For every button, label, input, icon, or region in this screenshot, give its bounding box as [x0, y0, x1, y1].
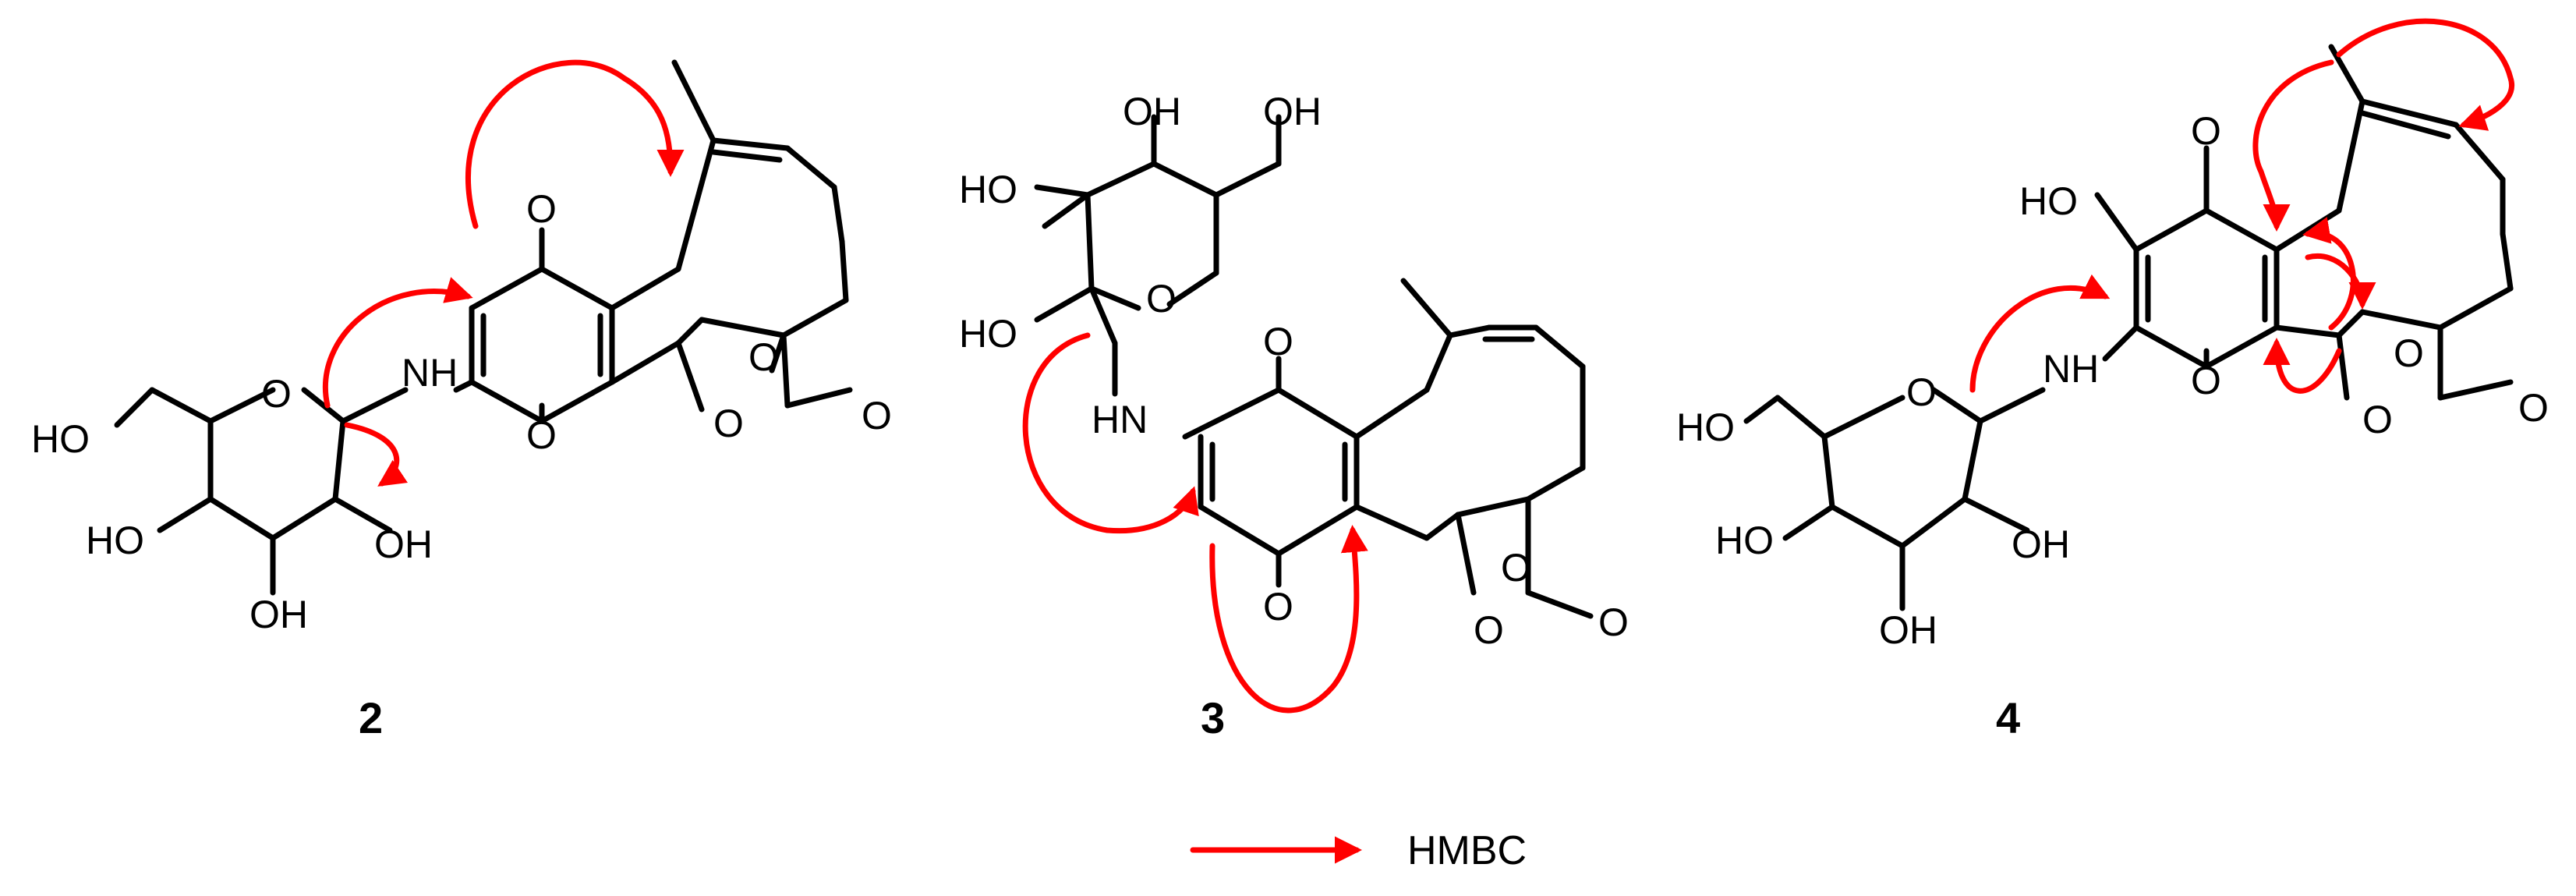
compound-2-oh-label: OH: [374, 522, 433, 566]
compound-3-quinone-ring: [1182, 356, 1360, 588]
compound-4-ring-oxygen: O: [1906, 370, 1937, 414]
compound-2-ring-oxygen: O: [261, 372, 292, 416]
compound-4-ho-label: HO: [1715, 519, 1774, 562]
compound-4-carbonyl-oxygen: O: [2191, 359, 2221, 402]
legend: HMBC: [1190, 828, 1527, 873]
legend-label: HMBC: [1407, 828, 1527, 873]
compound-2-macrocycle: [609, 59, 853, 413]
compound-2-ho-label: HO: [31, 417, 90, 461]
compound-2-lactone-oxygen: O: [713, 402, 744, 445]
compound-2-sugar-ring: [114, 387, 409, 596]
compound-4-ho-label: HO: [1676, 406, 1735, 449]
compound-2-carbonyl-oxygen: O: [526, 413, 557, 457]
compound-4-oh-label: OH: [2012, 522, 2070, 566]
compound-3-macrocycle: [1353, 278, 1594, 619]
compound-2-carbonyl-oxygen: O: [526, 187, 557, 231]
compound-3-hn-label: HN: [1092, 398, 1148, 441]
compound-2-number: 2: [359, 693, 383, 742]
compound-4-lactone-carbonyl-oxygen: O: [2518, 386, 2549, 430]
compound-4-sugar-ring: [1743, 387, 2046, 611]
compound-3-hmbc-arrow: [1209, 525, 1368, 714]
compound-3-lactone-carbonyl-oxygen: O: [1598, 600, 1629, 644]
compound-4-number: 4: [1996, 693, 2020, 742]
compound-2-hmbc-arrow: [465, 59, 685, 229]
compound-2-nh-label: NH: [402, 351, 458, 395]
compound-3-carbonyl-oxygen: O: [1263, 585, 1293, 629]
compound-3-hmbc-arrow: [1022, 332, 1199, 534]
compound-2-oh-label: OH: [249, 593, 308, 636]
compound-3-epoxide-oxygen: O: [1501, 546, 1531, 590]
compound-4-hmbc-arrow: [2336, 18, 2515, 131]
compound-3-carbonyl-oxygen: O: [1263, 320, 1293, 363]
compound-3-ring-oxygen: O: [1146, 277, 1177, 321]
compound-4-structure: HO O O O NH HO HO OH OH O O O 4: [1676, 18, 2549, 742]
compound-2-ho-label: HO: [86, 519, 144, 562]
compound-2-lactone-carbonyl-oxygen: O: [862, 394, 892, 437]
compound-4-carbonyl-oxygen: O: [2191, 109, 2221, 153]
compound-4-hmbc-arrow: [2263, 338, 2342, 394]
compound-4-nh-label: NH: [2043, 347, 2099, 391]
compound-2-hmbc-arrow: [323, 277, 473, 409]
compound-4-hmbc-arrow: [2302, 217, 2356, 331]
compound-4-quinone-ring: [2094, 145, 2280, 370]
compound-4-oh-label: OH: [1879, 608, 1937, 652]
compound-3-structure: OH OH HO HO O HN O O O O O 3: [959, 90, 1629, 742]
compound-4-hmbc-arrow: [2305, 253, 2376, 310]
compound-3-ho-label: HO: [959, 168, 1017, 211]
compound-3-sugar-ring: [1034, 114, 1282, 397]
compound-3-ho-label: HO: [959, 312, 1017, 356]
compound-2-quinone-ring: [453, 227, 615, 424]
compound-3-lactone-oxygen: O: [1474, 608, 1504, 652]
compound-2-structure: O HO HO OH OH NH O O O O O 2: [31, 59, 892, 742]
compound-4-hmbc-arrow: [2252, 59, 2334, 232]
compound-3-number: 3: [1201, 693, 1225, 742]
compound-2-hmbc-arrow: [344, 422, 409, 487]
compound-4-hmbc-arrow: [1969, 274, 2111, 393]
compound-3-oh-label: OH: [1263, 90, 1322, 133]
compound-4-epoxide-oxygen: O: [2394, 331, 2424, 375]
compound-4-ho-label: HO: [2019, 179, 2078, 223]
compound-2-epoxide-oxygen: O: [748, 335, 779, 379]
compound-3-oh-label: OH: [1123, 90, 1181, 133]
compound-4-lactone-oxygen: O: [2362, 398, 2393, 441]
